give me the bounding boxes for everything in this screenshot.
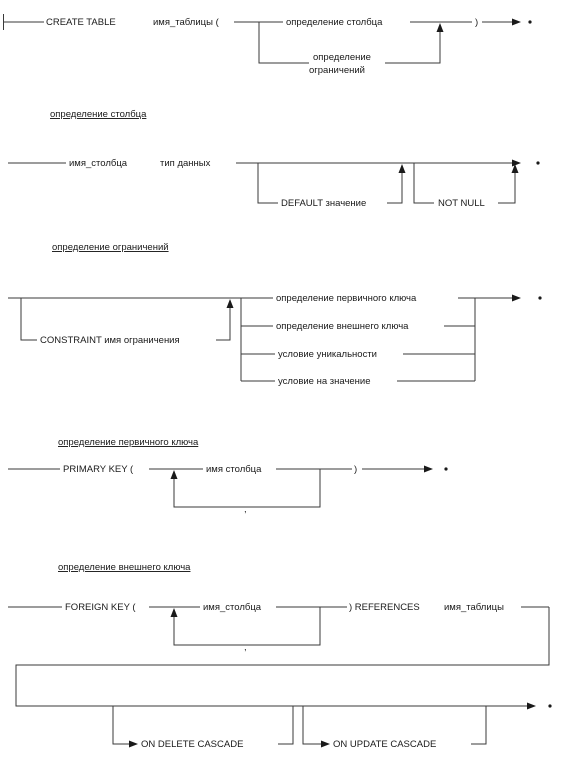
pk-separator-token: , [244,504,247,515]
constraint-definition-token-line1: определение [313,52,371,63]
branch-return-line [387,172,403,204]
repeat-loop-line [173,607,321,646]
default-value-token: DEFAULT значение [281,198,366,209]
foreign-key-keyword: FOREIGN KEY ( [65,602,136,613]
foreign-key-definition-token: определение внешнего ключа [276,321,409,332]
arrow-up-icon [170,608,178,617]
arrow-right-icon [527,702,536,710]
diagram-end-dot [536,161,540,165]
constraint-definition-token-line2: ограничений [309,65,365,76]
branch-line [302,706,322,745]
not-null-token: NOT NULL [438,198,485,209]
diagram-end-dot [548,704,552,708]
constraint-definition-heading: определение ограничений [52,242,169,253]
arrow-right-icon [129,740,138,748]
arrow-up-icon [226,299,234,308]
arrow-right-icon [512,159,521,167]
arrow-up-icon [170,470,178,479]
branch-return-line [498,172,516,204]
on-delete-cascade-token: ON DELETE CASCADE [141,739,243,750]
diagram-end-dot [444,467,448,471]
constraint-definition-diagram: определение ограничений определение перв… [8,242,542,387]
primary-key-diagram: определение первичного ключа PRIMARY KEY… [8,437,448,515]
repeat-loop-line [173,469,321,508]
arrow-right-icon [424,465,433,473]
column-definition-heading: определение столбца [50,109,147,120]
pk-close-paren-token: ) [354,464,357,475]
arrow-up-icon [398,164,406,173]
check-condition-token: условие на значение [278,376,371,387]
fk-table-name-token: имя_таблицы [444,602,504,613]
table-name-token: имя_таблицы ( [153,17,220,28]
create-table-keyword: CREATE TABLE [46,17,116,28]
fk-column-name-token: имя_столбца [203,602,262,613]
column-definition-diagram: определение столбца имя_столбца тип данн… [8,109,540,209]
primary-key-heading: определение первичного ключа [58,437,199,448]
primary-key-definition-token: определение первичного ключа [276,293,417,304]
diagram-end-dot [538,296,542,300]
wrap-line [15,607,550,707]
fk-separator-token: , [244,642,247,653]
arrow-up-icon [511,164,519,173]
foreign-key-diagram: определение внешнего ключа FOREIGN KEY (… [8,562,552,750]
primary-key-keyword: PRIMARY KEY ( [63,464,134,475]
arrow-right-icon [321,740,330,748]
foreign-key-heading: определение внешнего ключа [58,562,191,573]
constraint-name-token: CONSTRAINT имя ограничения [40,335,180,346]
branch-line [20,298,37,341]
branch-return-line [278,706,294,745]
branch-return-line [385,31,441,64]
branch-line [413,163,434,204]
branch-line [257,163,278,204]
column-name-token: имя_столбца [69,158,128,169]
arrow-right-icon [512,18,521,26]
references-keyword: ) REFERENCES [349,602,420,613]
arrow-up-icon [436,23,444,32]
create-table-diagram: CREATE TABLE имя_таблицы ( определение с… [3,14,532,76]
pk-column-name-token: имя столбца [206,464,262,475]
data-type-token: тип данных [160,158,211,169]
column-definition-token: определение столбца [286,17,383,28]
on-update-cascade-token: ON UPDATE CASCADE [333,739,436,750]
branch-return-line [471,706,487,745]
unique-condition-token: условие уникальности [278,349,377,360]
arrow-right-icon [512,294,521,302]
close-paren-token: ) [475,17,478,28]
branch-return-line [216,307,231,341]
branch-line [112,706,130,745]
branch-line [258,22,309,64]
diagram-end-dot [528,20,532,24]
